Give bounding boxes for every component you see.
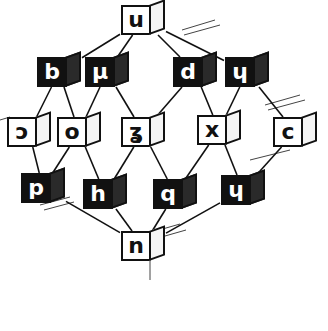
cube-side-face bbox=[85, 111, 101, 147]
cube-side-face bbox=[111, 173, 127, 209]
cube-side-face bbox=[201, 51, 217, 87]
connector-line bbox=[225, 145, 237, 175]
cube-letter: ʓ bbox=[129, 121, 143, 143]
black-cube: ɥ bbox=[221, 175, 251, 205]
black-cube: μ bbox=[85, 57, 115, 87]
cube-side-face bbox=[113, 51, 129, 87]
cube-letter: μ bbox=[92, 61, 108, 83]
white-cube: n bbox=[121, 231, 151, 261]
connector-line bbox=[201, 87, 213, 115]
cube-letter: n bbox=[128, 235, 144, 257]
cube-side-face bbox=[149, 111, 165, 147]
black-cube: b bbox=[37, 57, 67, 87]
cube-letter: q bbox=[160, 183, 176, 205]
black-cube: q bbox=[153, 179, 183, 209]
cube-side-face bbox=[35, 111, 51, 147]
connector-line bbox=[33, 147, 40, 173]
cube-side-face bbox=[65, 51, 81, 87]
cube-side-face bbox=[253, 51, 269, 87]
cube-letter: h bbox=[90, 183, 106, 205]
connector-line bbox=[259, 87, 283, 117]
cube-letter: u bbox=[128, 9, 144, 31]
connector-line bbox=[151, 147, 168, 179]
connector-line bbox=[116, 87, 134, 117]
cube-side-face bbox=[181, 173, 197, 209]
connector-line bbox=[82, 34, 120, 58]
cube-side-face bbox=[249, 169, 265, 205]
cube-side-face bbox=[49, 167, 65, 203]
cube-letter: p bbox=[28, 177, 44, 199]
cube-letter: x bbox=[205, 119, 219, 141]
cube-letter: ɥ bbox=[228, 179, 244, 201]
connector-line bbox=[116, 209, 132, 231]
white-cube: ɔ bbox=[7, 117, 37, 147]
black-cube: d bbox=[173, 57, 203, 87]
black-cube: p bbox=[21, 173, 51, 203]
cube-letter: ɔ bbox=[15, 121, 28, 143]
connector-line bbox=[85, 147, 98, 179]
white-cube: ʓ bbox=[121, 117, 151, 147]
black-cube: ɥ bbox=[225, 57, 255, 87]
cube-side-face bbox=[301, 111, 317, 147]
cube-side-face bbox=[149, 0, 165, 35]
cube-letter: d bbox=[180, 61, 196, 83]
connector-line bbox=[64, 87, 74, 117]
cube-letter: b bbox=[44, 61, 60, 83]
white-cube: x bbox=[197, 115, 227, 145]
cube-letter: o bbox=[64, 121, 79, 143]
white-cube: o bbox=[57, 117, 87, 147]
cube-letter: c bbox=[281, 121, 294, 143]
cube-letter: ɥ bbox=[232, 61, 248, 83]
cube-side-face bbox=[225, 109, 241, 145]
cube-side-face bbox=[149, 225, 165, 261]
connector-line bbox=[185, 145, 208, 179]
connector-line bbox=[158, 35, 180, 57]
black-cube: h bbox=[83, 179, 113, 209]
white-cube: u bbox=[121, 5, 151, 35]
white-cube: c bbox=[273, 117, 303, 147]
